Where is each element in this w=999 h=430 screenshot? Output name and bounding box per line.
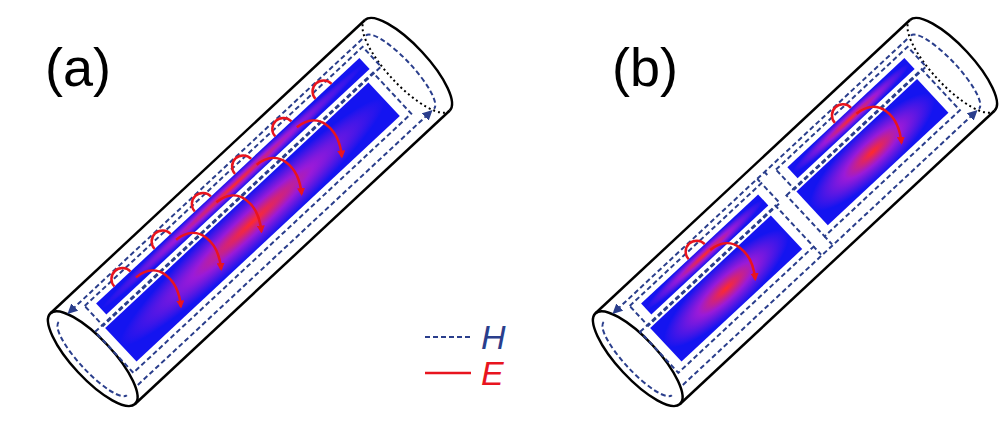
legend-sample xyxy=(425,367,471,379)
legend-item: H⃗ xyxy=(425,320,531,354)
legend-item: E⃗ xyxy=(425,356,529,390)
panel-label: (b) xyxy=(612,40,678,94)
panel-label: (a) xyxy=(45,40,111,94)
legend-sample xyxy=(425,331,471,343)
legend-text: H⃗ xyxy=(481,320,531,354)
legend-text: E⃗ xyxy=(481,356,529,390)
